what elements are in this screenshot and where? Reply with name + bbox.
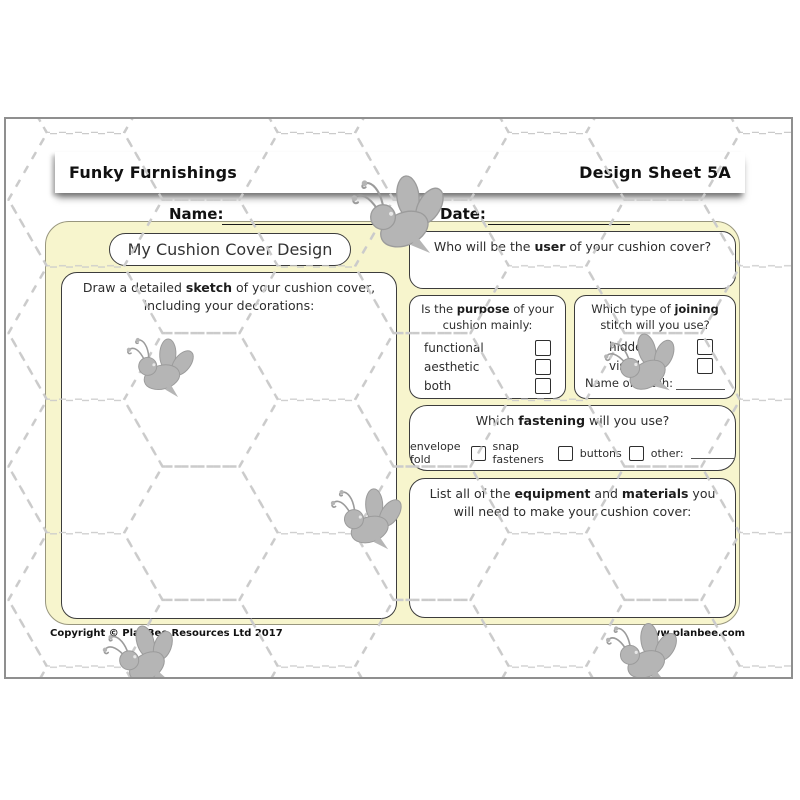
aesthetic-checkbox[interactable]	[535, 359, 551, 376]
equipment-box[interactable]: List all of the equipment and materials …	[409, 478, 736, 618]
brand-title: Funky Furnishings	[69, 163, 238, 182]
joining-question-post: stitch will you use?	[600, 317, 710, 332]
other-label: other:	[650, 446, 684, 460]
buttons-checkbox[interactable]	[628, 445, 644, 461]
equipment-prompt-pre: List all of the	[429, 486, 515, 501]
both-checkbox[interactable]	[535, 378, 551, 395]
equipment-prompt: List all of the equipment and materials …	[410, 479, 735, 521]
visible-label: visible	[609, 359, 648, 374]
user-question-bold: user	[534, 239, 566, 254]
website-text: www.planbee.com	[641, 628, 745, 639]
fastening-options-row: envelope fold snap fasteners buttons oth…	[410, 440, 735, 466]
purpose-question-bold: purpose	[456, 302, 510, 316]
both-label: both	[424, 379, 452, 394]
copyright-text: Copyright © PlanBee Resources Ltd 2017	[50, 628, 283, 639]
user-question-box[interactable]: Who will be the user of your cushion cov…	[409, 231, 736, 289]
date-label: Date:	[440, 205, 486, 223]
design-panel: My Cushion Cover Design Draw a detailed …	[45, 221, 740, 625]
date-input-line[interactable]	[488, 224, 630, 225]
functional-checkbox[interactable]	[535, 340, 551, 357]
joining-question: Which type of joining stitch will you us…	[575, 296, 735, 333]
stitch-name-input-line[interactable]	[676, 377, 725, 390]
fastening-question-pre: Which	[475, 413, 519, 428]
sketch-prompt: Draw a detailed sketch of your cushion c…	[62, 273, 396, 315]
sketch-prompt-bold: sketch	[185, 280, 233, 295]
joining-stitch-box: Which type of joining stitch will you us…	[574, 295, 736, 399]
other-input-line[interactable]	[690, 447, 735, 460]
sketch-prompt-pre: Draw a detailed	[82, 280, 186, 295]
user-question-post: of your cushion cover?	[565, 239, 712, 254]
sketch-box[interactable]: Draw a detailed sketch of your cushion c…	[61, 272, 397, 619]
equipment-prompt-bold1: equipment	[514, 486, 591, 501]
equipment-prompt-mid: and	[590, 486, 622, 501]
user-question: Who will be the user of your cushion cov…	[410, 232, 735, 256]
joining-question-pre: Which type of	[591, 302, 675, 316]
functional-label: functional	[424, 341, 484, 356]
name-input-line[interactable]	[222, 224, 422, 225]
page-title: My Cushion Cover Design	[109, 233, 351, 266]
hidden-label: hidden	[609, 340, 651, 355]
name-date-row: Name: Date:	[6, 205, 791, 231]
stitch-name-label: Name of stitch:	[585, 376, 674, 390]
fastening-question-post: will you use?	[585, 413, 670, 428]
sheet-title: Design Sheet 5A	[579, 163, 731, 182]
equipment-prompt-bold2: materials	[621, 486, 689, 501]
option-row-visible: visible	[609, 358, 713, 375]
buttons-label: buttons	[579, 446, 622, 460]
user-question-pre: Who will be the	[433, 239, 535, 254]
option-row-functional: functional	[424, 340, 551, 357]
option-row-both: both	[424, 378, 551, 395]
purpose-question-pre: Is the	[421, 302, 457, 316]
purpose-box: Is the purpose of your cushion mainly: f…	[409, 295, 566, 399]
visible-checkbox[interactable]	[697, 358, 713, 375]
purpose-question: Is the purpose of your cushion mainly:	[410, 296, 565, 333]
hidden-checkbox[interactable]	[697, 339, 713, 356]
stitch-name-row: Name of stitch:	[585, 376, 725, 390]
joining-question-bold: joining	[674, 302, 719, 316]
header-bar: Funky Furnishings Design Sheet 5A	[55, 152, 745, 193]
footer-row: Copyright © PlanBee Resources Ltd 2017 w…	[50, 628, 745, 639]
envelope-fold-checkbox[interactable]	[470, 445, 486, 461]
name-label: Name:	[169, 205, 224, 223]
fastening-box: Which fastening will you use? envelope f…	[409, 405, 736, 471]
option-row-aesthetic: aesthetic	[424, 359, 551, 376]
envelope-fold-label: envelope fold	[410, 440, 461, 467]
worksheet-frame: Funky Furnishings Design Sheet 5A Name: …	[4, 117, 793, 679]
snap-fasteners-label: snap fasteners	[492, 440, 544, 467]
option-row-hidden: hidden	[609, 339, 713, 356]
aesthetic-label: aesthetic	[424, 360, 480, 375]
fastening-question-bold: fastening	[518, 413, 586, 428]
snap-fasteners-checkbox[interactable]	[557, 445, 573, 461]
fastening-question: Which fastening will you use?	[410, 406, 735, 430]
